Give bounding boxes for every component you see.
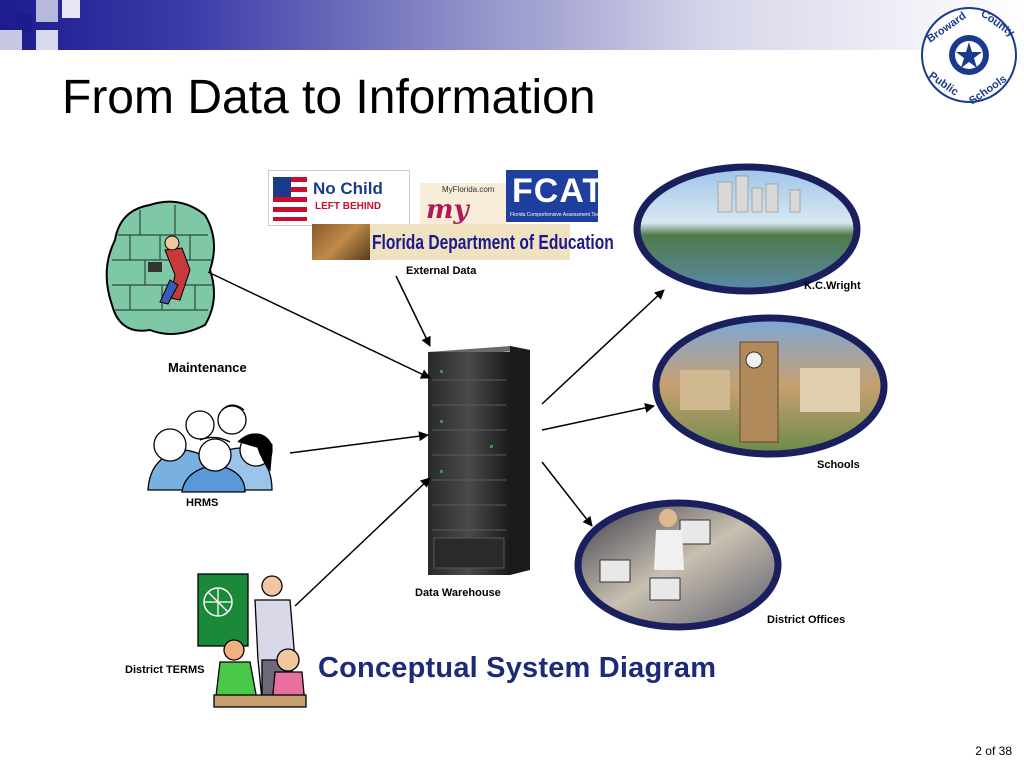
fcat-logo: FCAT Florida Comprehensive Assessment Te… <box>506 170 603 222</box>
kc-wright-photo-oval <box>633 163 861 295</box>
nclb-line1: No Child <box>313 179 383 198</box>
arrow-external-to-warehouse <box>395 275 431 347</box>
no-child-left-behind-logo: No Child LEFT BEHIND <box>268 170 410 226</box>
arrow-warehouse-to-offices <box>541 461 593 527</box>
decor-square <box>14 14 32 32</box>
arrow-maintenance-to-warehouse <box>207 271 431 379</box>
label-maintenance: Maintenance <box>168 360 247 375</box>
slide-title: From Data to Information <box>62 71 596 124</box>
fcat-subtitle: Florida Comprehensive Assessment Test <box>510 212 601 218</box>
arrow-hrms-to-warehouse <box>289 431 429 454</box>
star-field-icon <box>273 177 291 197</box>
arrow-warehouse-to-schools <box>541 402 655 431</box>
title-bar-gradient <box>0 0 1024 50</box>
diagram-title: Conceptual System Diagram <box>318 652 717 684</box>
decor-square <box>36 30 58 50</box>
florida-doe-banner: Florida Department of Education <box>312 224 614 260</box>
decor-square <box>62 0 80 18</box>
district-offices-photo-oval <box>574 499 782 631</box>
myflorida-mark: my <box>426 195 469 225</box>
page-indicator: 2 of 38 <box>975 744 1012 758</box>
label-schools: Schools <box>817 459 860 471</box>
fldoe-text: Florida Department of Education <box>372 232 614 254</box>
schools-photo-oval <box>652 314 888 458</box>
myflorida-url: MyFlorida.com <box>442 185 495 194</box>
decor-square <box>0 30 22 50</box>
label-data-warehouse: Data Warehouse <box>415 587 501 599</box>
nclb-line2: LEFT BEHIND <box>315 201 382 212</box>
hrms-clipart <box>147 404 273 493</box>
diagram-arrows <box>207 271 665 607</box>
label-kc-wright: K.C.Wright <box>804 280 861 292</box>
school-district-logo: Broward County Public Schools <box>920 6 1018 107</box>
maintenance-clipart <box>105 200 215 335</box>
fcat-title: FCAT <box>512 172 605 210</box>
decor-square <box>36 0 58 22</box>
label-district-terms: District TERMS <box>125 664 205 676</box>
label-district-offices: District Offices <box>767 614 846 626</box>
arrow-terms-to-warehouse <box>294 477 431 607</box>
fldoe-photo <box>312 224 370 260</box>
district-terms-clipart <box>197 573 307 708</box>
label-external-data: External Data <box>406 265 477 277</box>
arrow-warehouse-to-kcwright <box>541 289 665 405</box>
label-hrms: HRMS <box>186 497 219 509</box>
data-warehouse-server-icon <box>428 346 530 575</box>
